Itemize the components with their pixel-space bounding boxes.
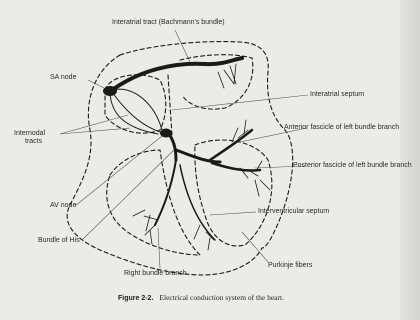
- label-purkinje-fibers: Purkinje fibers: [268, 262, 312, 270]
- label-interventricular-septum: Interventricular septum: [258, 208, 329, 216]
- label-internodal-line2: tracts: [14, 138, 45, 146]
- label-av-node: AV node: [50, 202, 76, 210]
- label-internodal-tracts: Internodal tracts: [14, 130, 45, 146]
- label-right-bundle-branch: Right bundle branch: [124, 270, 187, 278]
- label-posterior-fascicle: Posterior fascicle of left bundle branch: [293, 162, 412, 170]
- posterior-fascicle: [212, 163, 260, 171]
- right-atrium-inner: [105, 75, 166, 133]
- septal-branch: [180, 165, 215, 240]
- label-anterior-fascicle: Anterior fascicle of left bundle branch: [284, 124, 399, 132]
- bundle-of-his-path: [168, 133, 176, 160]
- internodal-tract-anterior: [112, 89, 162, 130]
- interatrial-septum-line: [168, 75, 172, 135]
- left-bundle-branch: [176, 150, 220, 162]
- figure-caption-text: Electrical conduction system of the hear…: [159, 293, 284, 302]
- label-interatrial-septum: Interatrial septum: [310, 91, 364, 99]
- label-sa-node: SA node: [50, 74, 76, 82]
- anterior-fascicle: [210, 130, 252, 160]
- label-internodal-line1: Internodal: [14, 130, 45, 138]
- heart-outline-left: [67, 55, 262, 275]
- label-bundle-of-his: Bundle of His: [38, 237, 80, 245]
- figure-caption: Figure 2-2. Electrical conduction system …: [118, 293, 284, 302]
- label-interatrial-tract: Interatrial tract (Bachmann's bundle): [112, 19, 225, 27]
- internodal-tract-middle: [112, 92, 160, 132]
- bachmann-bundle: [112, 58, 242, 90]
- right-bundle-branch-path: [155, 160, 176, 225]
- sa-node-shape: [103, 86, 117, 96]
- figure-number: Figure 2-2.: [118, 295, 153, 302]
